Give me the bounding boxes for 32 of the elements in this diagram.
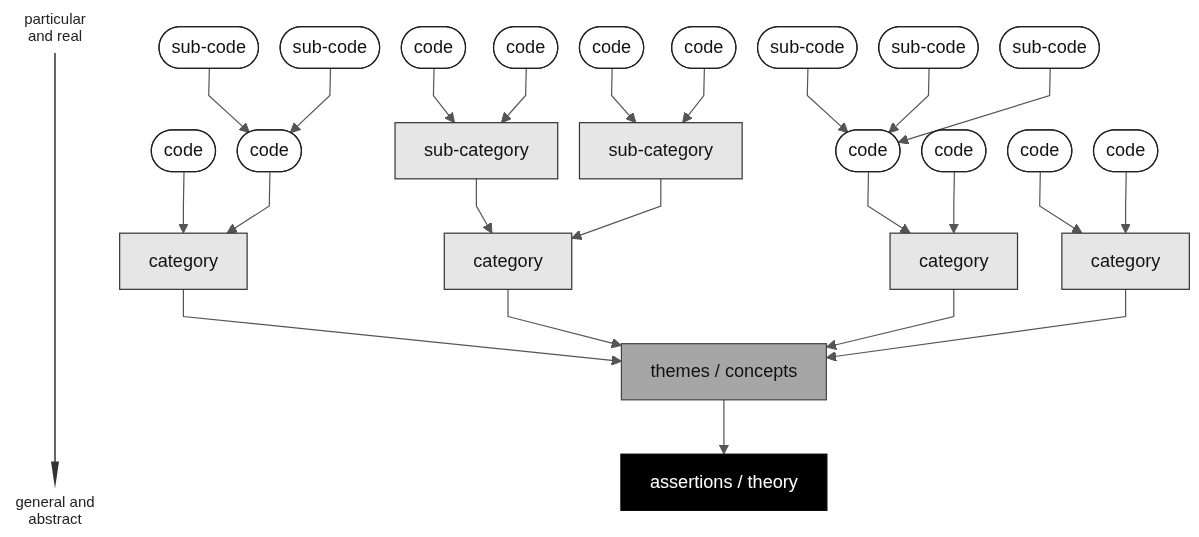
arrow: [898, 68, 1051, 145]
arrow: [610, 68, 637, 124]
arrow: [682, 68, 705, 124]
node-box: assertions / theory: [620, 453, 828, 511]
node-box: sub-category: [578, 122, 743, 180]
arrow: [806, 68, 849, 134]
arrow: [208, 68, 250, 134]
arrow: [507, 288, 622, 349]
arrow: [571, 178, 662, 240]
node-box: category: [443, 232, 573, 290]
node-box: sub-category: [394, 122, 559, 180]
arrow: [226, 171, 271, 234]
arrow: [718, 399, 730, 455]
arrow: [432, 68, 456, 124]
arrow: [1120, 171, 1131, 234]
arrow: [500, 68, 527, 124]
arrow: [867, 171, 911, 234]
arrow: [182, 288, 622, 366]
arrow: [475, 178, 493, 234]
node-box: category: [1061, 232, 1190, 290]
node-box: category: [119, 232, 248, 290]
axis-label: general and abstract: [14, 493, 96, 527]
arrow: [289, 68, 332, 134]
node-box: themes / concepts: [620, 343, 827, 401]
arrow: [1039, 171, 1083, 234]
arrow: [825, 288, 955, 351]
arrow: [178, 171, 189, 234]
axis-label: particular and real: [23, 10, 87, 44]
node-box: category: [889, 232, 1019, 290]
arrow: [888, 68, 930, 134]
arrow: [948, 171, 960, 234]
arrow: [825, 288, 1127, 362]
